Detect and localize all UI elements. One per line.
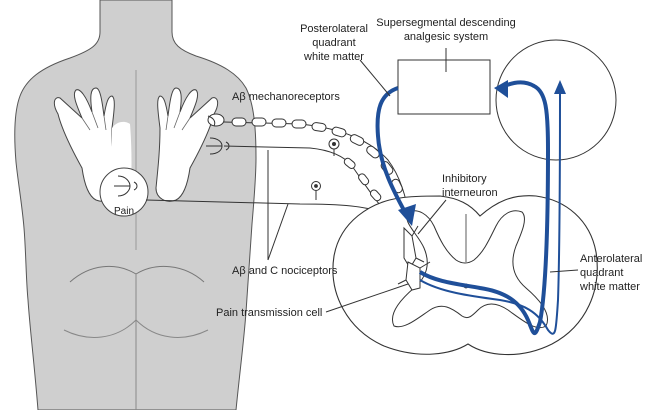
myelin-segment — [358, 173, 370, 186]
mechanoreceptor-icons — [206, 113, 230, 155]
descending-analgesic-pathway — [375, 86, 416, 226]
transmission-cell-dendrites — [397, 261, 431, 285]
descending-pathway-curve — [375, 86, 408, 215]
myelin-segment — [349, 134, 365, 146]
myelin-segment — [369, 189, 382, 202]
label-anterolateral-line3: white matter — [579, 281, 640, 293]
left-hand-finger-lines — [81, 111, 107, 131]
label-a-beta-c-nociceptors: Aβ and C nociceptors — [232, 265, 338, 277]
label-posterolateral-line2: quadrant — [312, 37, 355, 49]
myelin-segment — [271, 118, 287, 128]
myelin-segment — [231, 117, 247, 127]
label-anterolateral-line2: quadrant — [580, 267, 623, 279]
myelin-segment — [366, 145, 380, 159]
label-posterolateral-line1: Posterolateral — [300, 23, 368, 35]
ascending-pain-pathway — [418, 80, 566, 335]
spinal-cord-cross-section — [332, 195, 598, 356]
left-hand — [53, 87, 117, 202]
dorsal-horn-neurons — [397, 225, 431, 291]
nociceptor-pointer-lines — [267, 150, 289, 261]
ascending-pathway-main — [418, 80, 551, 335]
label-pain: Pain — [114, 206, 134, 217]
brain-region-circle — [495, 39, 617, 161]
labels: Supersegmental descending analgesic syst… — [114, 17, 642, 319]
label-inhibitory-line1: Inhibitory — [442, 173, 487, 185]
anterolateral-pointer-line — [549, 269, 579, 273]
inhibitory-interneuron-cell — [403, 226, 417, 269]
ascending-pathway-thin — [419, 91, 561, 335]
interneuron-dendrites — [411, 225, 425, 263]
transmission-cell-pointer-line — [325, 283, 409, 313]
ascending-arrowhead-thin — [554, 80, 566, 94]
myelin-segment — [343, 157, 356, 169]
label-pain-transmission-cell: Pain transmission cell — [216, 307, 322, 319]
myelin-segment — [251, 117, 267, 127]
label-inhibitory-line2: interneuron — [442, 187, 498, 199]
mechanoreceptor-ending-1 — [207, 113, 225, 127]
descending-arrowhead — [398, 204, 416, 226]
label-a-beta-mechanoreceptors: Aβ mechanoreceptors — [232, 91, 340, 103]
posterolateral-pointer-line — [359, 59, 391, 97]
transmission-cell-body — [405, 261, 421, 291]
label-posterolateral-line3: white matter — [303, 51, 364, 63]
left-buttock-curve — [63, 319, 137, 338]
label-supersegmental-line2: analgesic system — [404, 31, 488, 43]
ascending-arrowhead-box — [494, 80, 508, 98]
right-hand-finger-lines — [165, 111, 191, 131]
spinal-cord-outline — [332, 195, 598, 356]
myelin-segment — [331, 126, 347, 138]
right-buttock-curve — [135, 319, 209, 338]
human-torso-back-view — [14, 0, 257, 410]
myelin-segment — [291, 119, 307, 129]
label-anterolateral-line1: Anterolateral — [580, 253, 642, 265]
supersegmental-system-box — [397, 59, 491, 115]
right-hand — [155, 87, 219, 202]
pain-site-receptor-icon — [114, 175, 138, 197]
myelin-segment — [311, 122, 327, 132]
label-supersegmental-line1: Supersegmental descending — [376, 17, 515, 29]
inhibitory-pointer-line — [417, 199, 447, 235]
pain-site-circle — [99, 167, 149, 217]
